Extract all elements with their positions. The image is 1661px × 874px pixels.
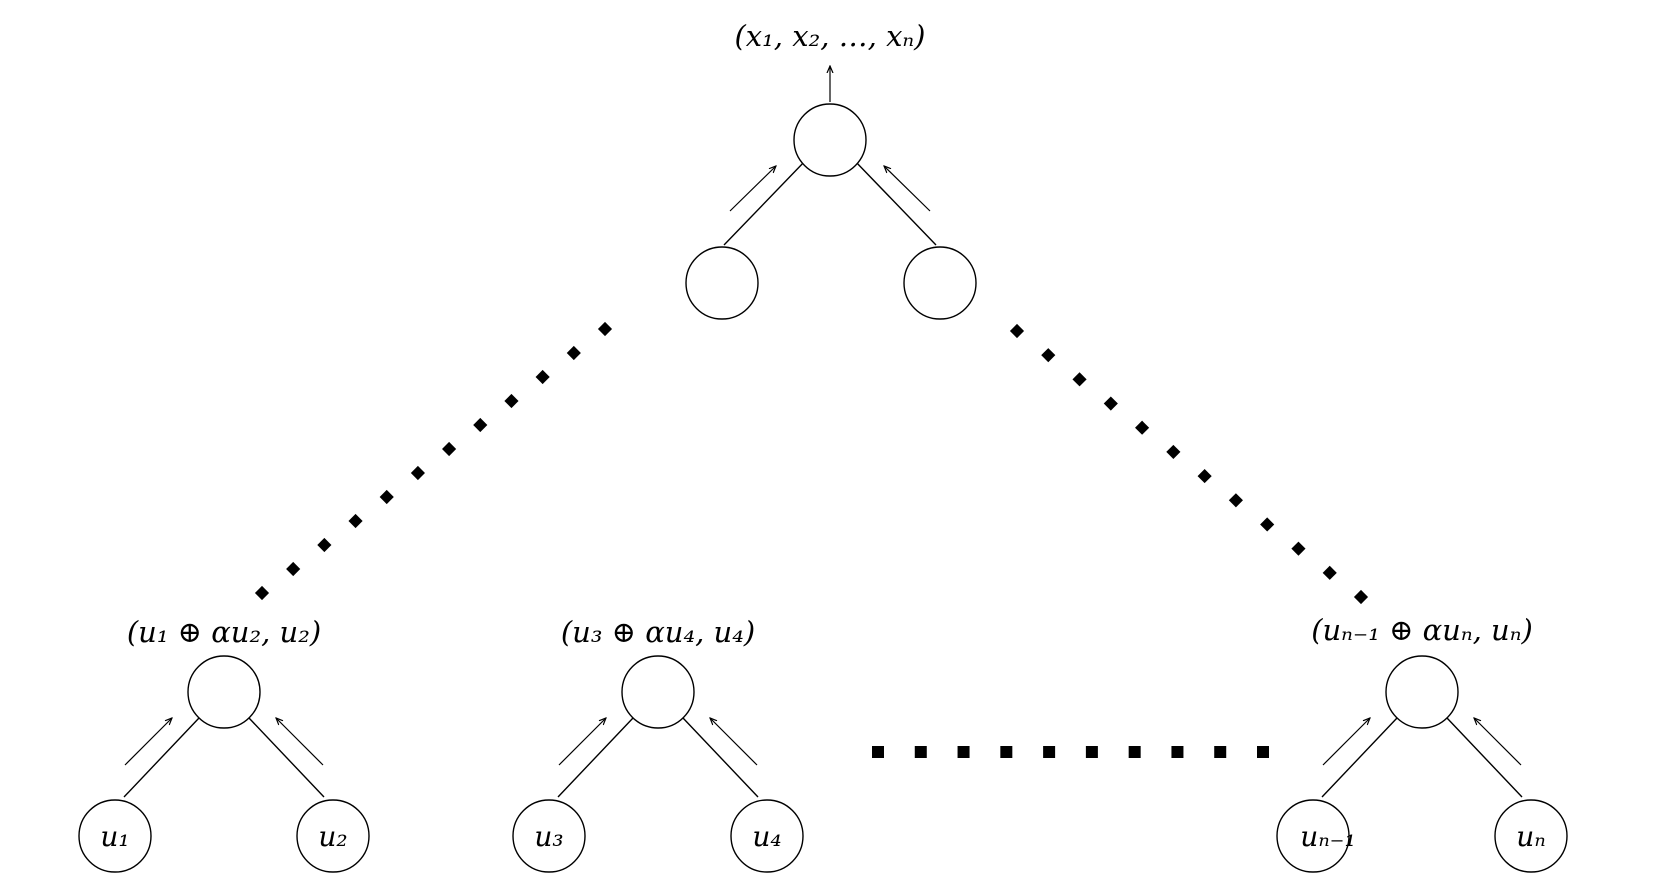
group-1-right-edge — [248, 717, 325, 798]
group-1-left-edge — [123, 717, 200, 798]
ellipsis-dot — [317, 537, 332, 553]
group-1-right-flow-arrow — [276, 718, 324, 766]
group-1-label: (u₁ ⊕ αu₂, u₂) — [127, 615, 321, 649]
group-n-right-leaf-label: uₙ — [1516, 820, 1545, 853]
ellipsis-dot — [1228, 493, 1243, 508]
ellipsis-dot — [1009, 323, 1025, 339]
root-left-edge — [723, 159, 807, 246]
ellipsis-dot — [914, 746, 927, 758]
group-n: (uₙ₋₁ ⊕ αuₙ, uₙ) uₙ₋₁ uₙ — [1276, 613, 1568, 873]
group-n-right-edge — [1446, 717, 1523, 798]
group-2-left-flow-arrow — [558, 718, 606, 766]
group-2-right-leaf-node — [730, 799, 804, 873]
group-2: (u₃ ⊕ αu₄, u₄) u₃ u₄ — [512, 615, 804, 873]
ellipsis-dot — [1353, 589, 1369, 605]
ellipsis-dot — [1171, 746, 1184, 758]
ellipsis-dot — [348, 513, 363, 529]
ellipsis-dot — [1257, 746, 1269, 758]
group-2-left-leaf-label: u₃ — [534, 820, 563, 853]
ellipsis-dot — [1128, 746, 1141, 758]
group-2-right-flow-arrow — [710, 718, 758, 766]
left-ellipsis-dots — [254, 321, 613, 601]
group-n-left-flow-arrow — [1322, 718, 1370, 766]
root-left-flow-arrow — [729, 166, 776, 212]
group-n-label: (uₙ₋₁ ⊕ αuₙ, uₙ) — [1311, 613, 1533, 647]
ellipsis-dot — [1072, 372, 1087, 387]
group-n-left-leaf-label: uₙ₋₁ — [1300, 820, 1355, 853]
root-right-edge — [853, 159, 937, 246]
ellipsis-dot — [597, 321, 613, 337]
group-1-left-leaf-node — [78, 799, 152, 873]
ellipsis-dot — [872, 746, 884, 758]
group-2-left-leaf-node — [512, 799, 586, 873]
group-2-left-edge — [557, 717, 634, 798]
group-n-right-flow-arrow — [1474, 718, 1522, 766]
ellipsis-dot — [1197, 469, 1212, 484]
group-1-parent-node — [187, 655, 261, 729]
ellipsis-dot — [1322, 565, 1337, 580]
group-1-left-leaf-label: u₁ — [100, 820, 129, 853]
root-right-child-node — [903, 246, 977, 320]
root-left-child-node — [685, 246, 759, 320]
ellipsis-dot — [1000, 746, 1013, 758]
ellipsis-dot — [286, 561, 301, 577]
root-right-flow-arrow — [884, 166, 931, 212]
ellipsis-dot — [1214, 746, 1227, 758]
group-2-parent-node — [621, 655, 695, 729]
root-node — [793, 103, 867, 177]
ellipsis-dot — [1103, 396, 1118, 411]
root-output-label: (x₁, x₂, …, xₙ) — [734, 19, 925, 53]
ellipsis-dot — [410, 465, 425, 481]
ellipsis-dot — [1085, 746, 1098, 758]
group-n-left-edge — [1321, 717, 1398, 798]
ellipsis-dot — [1041, 348, 1056, 363]
group-2-right-edge — [682, 717, 759, 798]
ellipsis-dot — [566, 345, 581, 361]
ellipsis-dot — [1291, 541, 1306, 556]
ellipsis-dot — [1260, 517, 1275, 532]
right-ellipsis-dots — [1009, 323, 1369, 605]
group-2-right-leaf-label: u₄ — [752, 820, 781, 853]
ellipsis-dot — [442, 441, 457, 457]
ellipsis-dot — [535, 369, 550, 385]
ellipsis-dot — [1135, 420, 1150, 435]
ellipsis-dot — [379, 489, 394, 505]
group-1-right-leaf-node — [296, 799, 370, 873]
ellipsis-dot — [254, 585, 270, 601]
group-n-right-leaf-node — [1494, 799, 1568, 873]
ellipsis-dot — [473, 417, 488, 433]
ellipsis-dot — [957, 746, 970, 758]
group-n-parent-node — [1385, 655, 1459, 729]
ellipsis-dot — [1043, 746, 1056, 758]
group-n-left-leaf-node — [1276, 799, 1350, 873]
group-2-label: (u₃ ⊕ αu₄, u₄) — [561, 615, 755, 649]
bottom-ellipsis-dots — [872, 746, 1269, 758]
ellipsis-dot — [1166, 444, 1181, 459]
group-1-right-leaf-label: u₂ — [318, 820, 347, 853]
group-1-left-flow-arrow — [124, 718, 172, 766]
ellipsis-dot — [504, 393, 519, 409]
group-1: (u₁ ⊕ αu₂, u₂) u₁ u₂ — [78, 615, 370, 873]
